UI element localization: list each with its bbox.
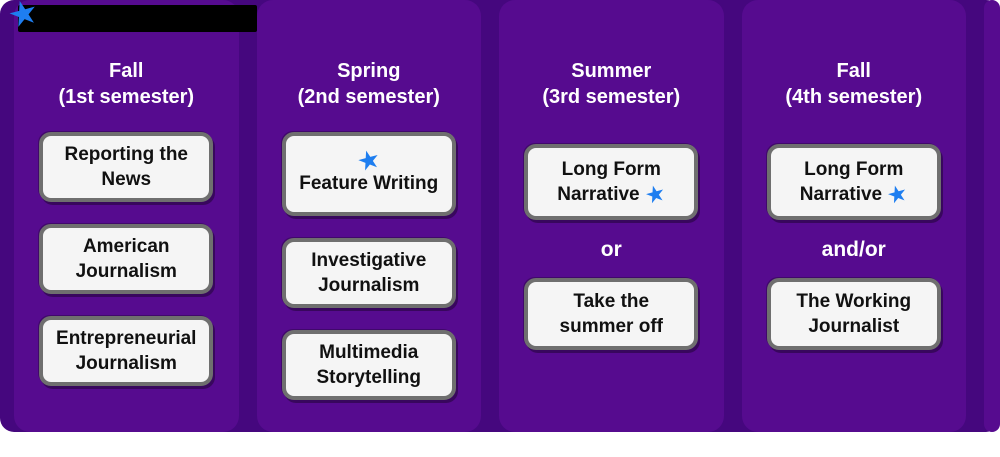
course-box: American Journalism <box>39 224 214 294</box>
course-label: Investigative Journalism <box>311 250 427 296</box>
semester-subtitle: (1st semester) <box>58 86 195 108</box>
semester-header: Spring (2nd semester) <box>257 58 482 110</box>
star-icon: ★ <box>641 178 669 210</box>
connector-and-or: and/or <box>821 238 886 261</box>
course-box: Long Form Narrative★ <box>766 144 941 220</box>
course-label: American Journalism <box>75 236 177 282</box>
course-box: Investigative Journalism <box>281 238 456 308</box>
semester-subtitle: (2nd semester) <box>297 86 440 108</box>
course-label: Entrepreneurial Journalism <box>56 328 197 374</box>
column-fall-1st-semester: Fall (1st semester) Reporting the News A… <box>14 0 239 432</box>
semester-subtitle: (4th semester) <box>785 86 923 108</box>
connector-or: or <box>600 238 622 261</box>
course-box: Long Form Narrative★ <box>524 144 699 220</box>
course-box: Entrepreneurial Journalism <box>39 316 214 386</box>
course-box: Take the summer off <box>524 278 699 350</box>
course-label: Reporting the News <box>64 144 189 190</box>
course-label: Feature Writing <box>299 173 439 194</box>
semester-header: Fall (4th semester) <box>742 58 967 110</box>
semester-name: Fall <box>836 60 871 82</box>
semester-name: Fall <box>109 60 144 82</box>
star-icon: ★ <box>3 0 43 37</box>
semester-name: Spring <box>337 60 401 82</box>
semester-subtitle: (3rd semester) <box>542 86 681 108</box>
course-box: Multimedia Storytelling <box>281 330 456 400</box>
column-fall-4th-semester: Fall (4th semester) Long Form Narrative★… <box>741 0 967 432</box>
semester-header: Fall (1st semester) <box>14 58 239 110</box>
course-box: The Working Journalist <box>766 278 941 350</box>
course-label: Long Form Narrative★ <box>799 159 911 210</box>
course-label: Long Form Narrative★ <box>557 159 669 210</box>
course-label: Take the summer off <box>559 291 663 337</box>
legend-bar: ★ <box>4 0 257 36</box>
semester-plan-diagram: ★ Fall (1st semester) Reporting the News… <box>0 0 1000 432</box>
column-spring-2nd-semester: Spring (2nd semester) ★ Feature Writing … <box>256 0 482 432</box>
right-edge-panel <box>984 0 1000 432</box>
star-icon: ★ <box>883 178 911 210</box>
course-box: ★ Feature Writing <box>281 132 456 216</box>
course-label: The Working Journalist <box>796 291 912 337</box>
course-label: Multimedia Storytelling <box>316 342 421 388</box>
semester-header: Summer (3rd semester) <box>499 58 724 110</box>
star-icon: ★ <box>353 142 384 178</box>
semester-name: Summer <box>571 60 652 82</box>
course-box: Reporting the News <box>39 132 214 202</box>
column-summer-3rd-semester: Summer (3rd semester) Long Form Narrativ… <box>499 0 724 432</box>
